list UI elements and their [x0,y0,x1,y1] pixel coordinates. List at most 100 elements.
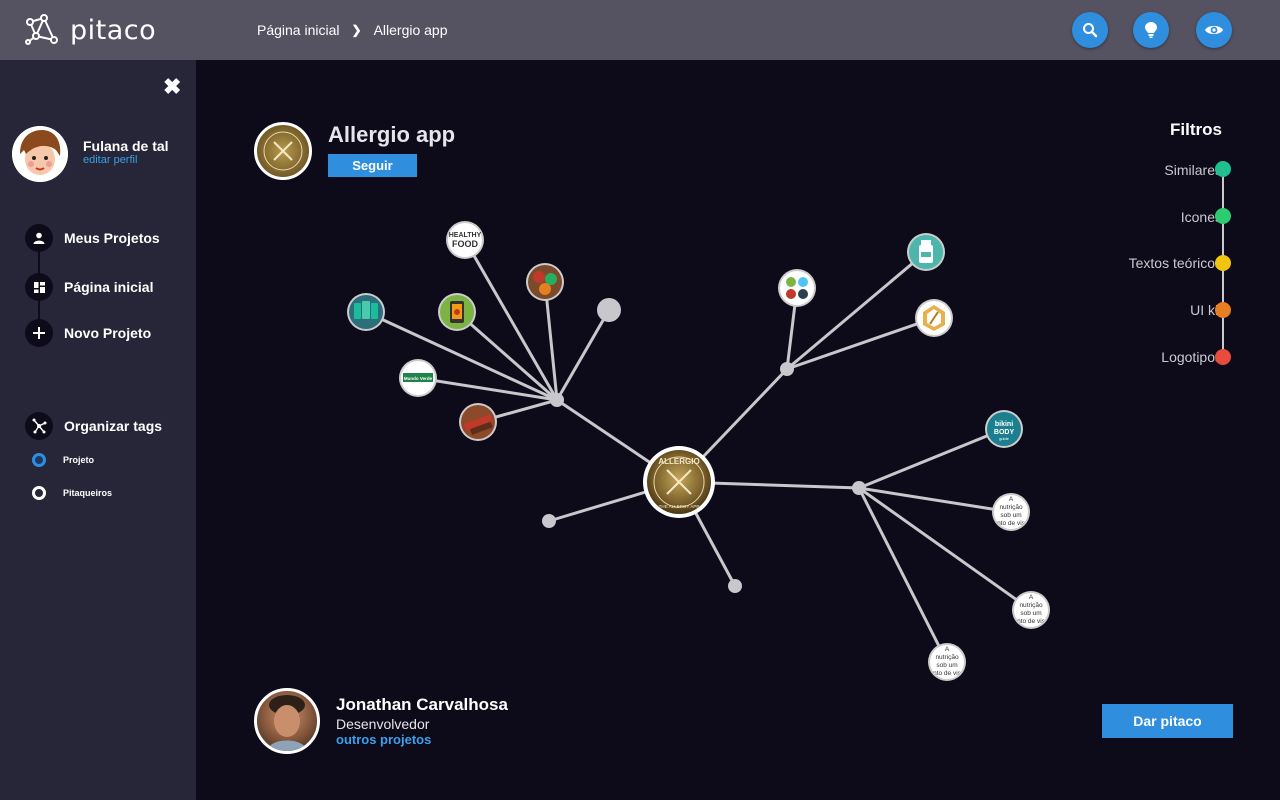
lightbulb-icon [1145,22,1157,38]
user-name: Fulana de tal [83,138,169,154]
app-name: pitaco [70,14,157,46]
text-node-bikini-body[interactable]: bikini BODY guide [985,410,1023,448]
sidebar: ✖ Fulana de tal editar perfil Meus Proje… [0,60,196,800]
dar-pitaco-button[interactable]: Dar pitaco [1102,704,1233,738]
icon-node-allergen-icons[interactable] [778,269,816,307]
node-text: sob um [1020,610,1041,617]
center-logo-subtext: THE ALLERGY APP [659,504,700,509]
graph-hub-nodes [542,298,866,593]
node-text: HEALTHY [449,232,482,239]
close-icon[interactable]: ✖ [163,74,182,99]
nav-item-pagina-inicial[interactable]: Página inicial [25,273,153,301]
breadcrumb-home[interactable]: Página inicial [257,22,340,38]
leaf-node[interactable] [728,579,742,593]
author-name: Jonathan Carvalhosa [336,695,508,714]
top-bar: pitaco Página inicial ❯ Allergio app [0,0,1280,60]
filter-textos-label[interactable]: Textos teóricos [1128,255,1222,271]
user-avatar[interactable] [12,126,68,182]
dashboard-icon [25,273,53,301]
similar-node-mundo-verde[interactable]: Mundo Verde [399,359,437,397]
leaf-node[interactable] [542,514,556,528]
tag-projeto[interactable]: Projeto [32,453,94,467]
node-text: A [1009,496,1014,503]
nav-item-novo-projeto[interactable]: Novo Projeto [25,319,151,347]
network-icon [25,412,53,440]
edit-profile-link[interactable]: editar perfil [83,154,138,166]
organize-tags-button[interactable]: Organizar tags [25,412,162,440]
other-projects-link[interactable]: outros projetos [336,732,432,747]
user-avatar-illustration [12,126,68,182]
icon-node-wheat[interactable] [915,299,953,337]
node-text: Mundo Verde [404,376,433,381]
filter-textos-toggle[interactable] [1215,255,1231,271]
node-text: nto de vis [933,670,962,677]
filter-similares-label[interactable]: Similares [1164,162,1222,178]
pitaco-logo[interactable]: pitaco [24,14,156,46]
node-text: nto de vis [997,520,1026,527]
hub-node[interactable] [852,481,866,495]
view-button[interactable] [1196,12,1232,48]
author-role: Desenvolvedor [336,716,430,732]
filter-similares-toggle[interactable] [1215,161,1231,177]
similar-node-healthy-food[interactable]: HEALTHY FOOD [446,221,484,259]
node-text: A [945,646,950,653]
similar-node-app-screen[interactable] [438,293,476,331]
text-node-article[interactable]: A nutrição sob um nto de vis [992,493,1030,531]
similar-node-food-photo[interactable] [459,403,497,441]
filter-icones-toggle[interactable] [1215,208,1231,224]
node-text: guide [999,436,1010,441]
node-text: bikini [995,421,1013,428]
idea-button[interactable] [1133,12,1169,48]
node-text: sob um [936,662,957,669]
nav-item-meus-projetos[interactable]: Meus Projetos [25,224,160,252]
node-text: nutrição [1019,602,1043,609]
node-text: BODY [994,429,1015,436]
filters-title: Filtros [1170,120,1222,139]
allergio-logo-icon [263,131,303,171]
author-photo [267,695,307,751]
icon-node-milk-bottle[interactable] [907,233,945,271]
hub-node[interactable] [780,362,794,376]
user-icon [25,224,53,252]
breadcrumb: Página inicial ❯ Allergio app [257,22,448,38]
filter-uikit-label[interactable]: UI kit [1190,302,1222,318]
plus-icon [25,319,53,347]
search-button[interactable] [1072,12,1108,48]
node-text: nutrição [999,504,1023,511]
tag-ring-icon [32,453,46,467]
tag-label: Pitaqueiros [63,488,113,498]
center-project-node[interactable]: ALLERGIO THE ALLERGY APP [643,446,715,518]
leaf-node[interactable] [597,298,621,322]
search-icon [1083,23,1098,38]
follow-button[interactable]: Seguir [328,154,417,177]
chevron-right-icon: ❯ [351,23,362,37]
node-text: nutrição [935,654,959,661]
eye-icon [1205,25,1223,35]
node-text: FOOD [452,239,478,249]
project-title: Allergio app [328,122,456,147]
project-logo [254,122,312,180]
filter-uikit-toggle[interactable] [1215,302,1231,318]
node-text: A [1029,594,1034,601]
similar-node-phones[interactable] [347,293,385,331]
node-text: sob um [1000,512,1021,519]
tag-label: Projeto [63,455,95,465]
node-text: nto de vis [1017,618,1046,625]
text-node-article[interactable]: A nutrição sob um nto de vis [928,643,966,681]
hub-node[interactable] [550,393,564,407]
tag-ring-icon [32,486,46,500]
nav-label: Novo Projeto [64,325,152,341]
filter-logotipos-toggle[interactable] [1215,349,1231,365]
breadcrumb-current: Allergio app [373,22,448,38]
organize-tags-label: Organizar tags [64,418,163,434]
network-logo-icon [25,14,58,45]
filter-icones-label[interactable]: Icones [1180,209,1222,225]
author-avatar[interactable] [254,688,320,754]
nav-label: Página inicial [64,279,154,295]
similar-node-vegetables[interactable] [526,263,564,301]
tag-pitaqueiros[interactable]: Pitaqueiros [32,486,112,500]
text-node-article[interactable]: A nutrição sob um nto de vis [1012,591,1050,629]
center-logo-text: ALLERGIO [658,457,699,466]
filter-logotipos-label[interactable]: Logotipos [1161,349,1222,365]
